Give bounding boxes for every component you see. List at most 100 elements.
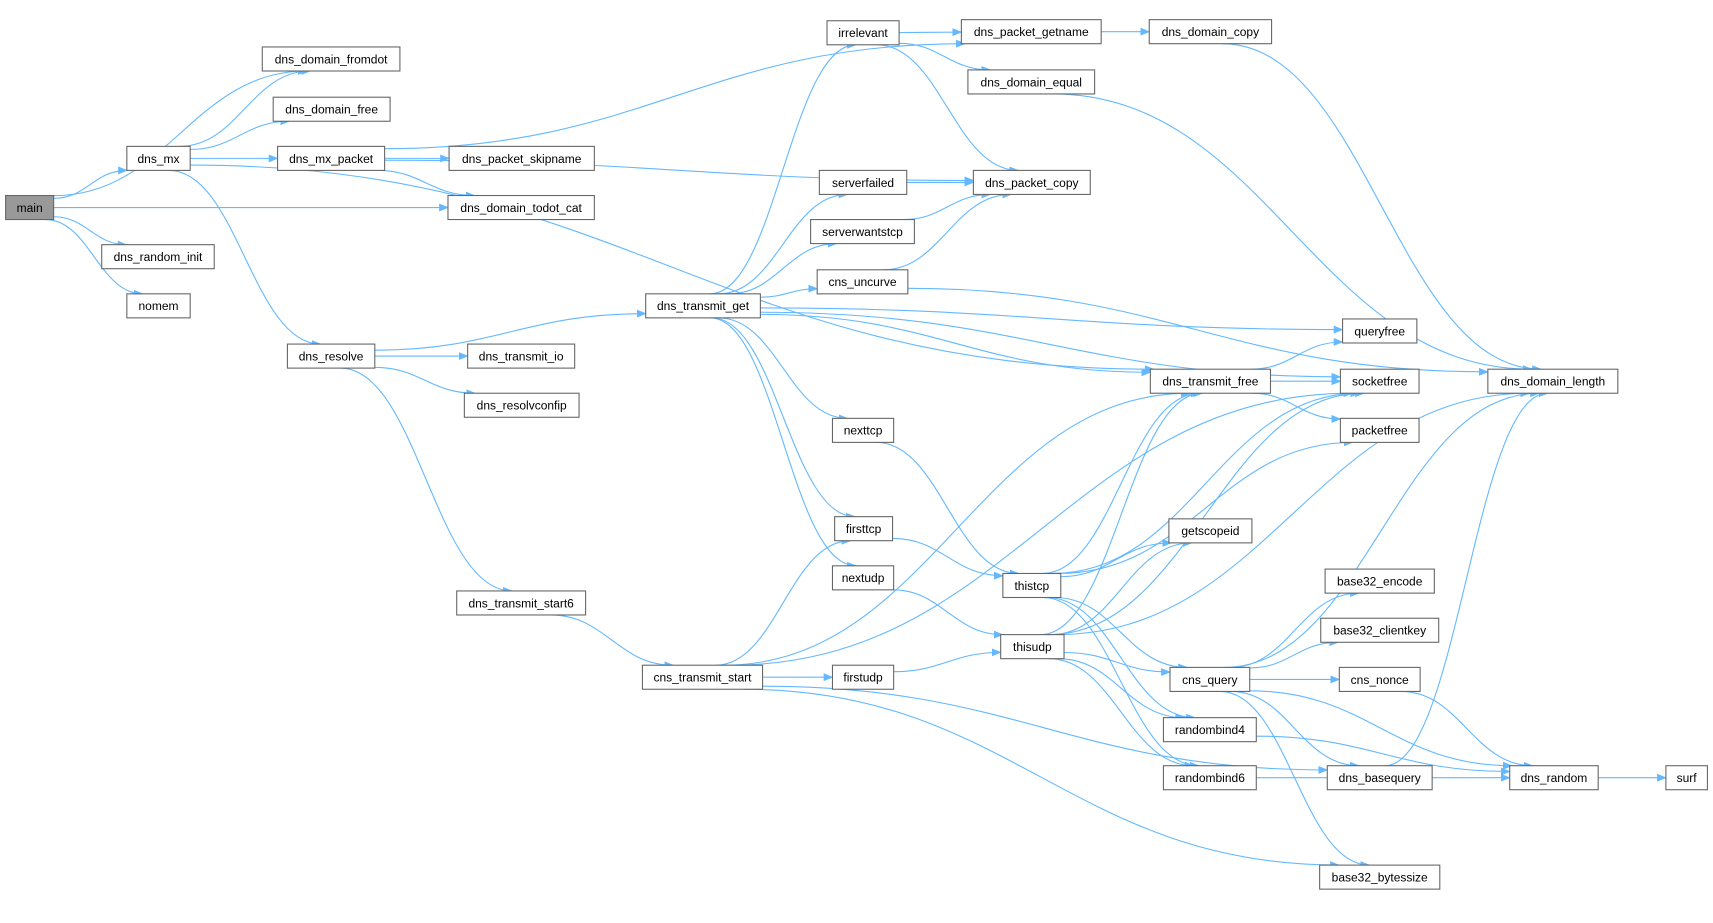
node-box xyxy=(831,417,895,443)
node-base32_clientkey[interactable]: base32_clientkey xyxy=(1320,617,1440,643)
node-packetfree[interactable]: packetfree xyxy=(1339,417,1420,443)
node-label: cns_nonce xyxy=(1351,673,1409,687)
edge-dns_transmit_get-to-nextudp xyxy=(710,317,857,570)
edge-cns_query-to-dns_basequery xyxy=(1230,690,1360,770)
edge-dns_transmit_get-to-serverfailed xyxy=(718,190,849,295)
node-dns_mx_packet[interactable]: dns_mx_packet xyxy=(277,145,386,171)
node-serverfailed[interactable]: serverfailed xyxy=(818,169,908,195)
node-dns_basequery[interactable]: dns_basequery xyxy=(1326,765,1433,791)
node-box xyxy=(1665,765,1708,791)
edge-firsttcp-to-thistcp xyxy=(892,537,1004,580)
edge-thisudp-to-dns_transmit_free xyxy=(1040,389,1204,636)
node-dns_domain_fromdot[interactable]: dns_domain_fromdot xyxy=(261,46,401,72)
node-randombind6[interactable]: randombind6 xyxy=(1162,765,1257,791)
node-box xyxy=(1326,765,1433,791)
node-label: base32_encode xyxy=(1337,574,1423,588)
node-label: dns_random_init xyxy=(114,250,203,264)
node-dns_transmit_io[interactable]: dns_transmit_io xyxy=(467,343,576,369)
node-box xyxy=(1169,666,1251,692)
edge-dns_mx-to-dns_transmit_free xyxy=(190,164,1155,374)
node-label: dns_transmit_start6 xyxy=(468,596,574,610)
node-label: thisudp xyxy=(1013,640,1052,654)
node-box xyxy=(967,69,1096,95)
node-dns_transmit_free[interactable]: dns_transmit_free xyxy=(1149,368,1272,394)
node-dns_packet_copy[interactable]: dns_packet_copy xyxy=(972,169,1091,195)
node-box xyxy=(826,20,900,46)
edge-firstudp-to-thisudp xyxy=(893,648,1002,673)
node-dns_domain_copy[interactable]: dns_domain_copy xyxy=(1148,19,1273,45)
node-dns_transmit_get[interactable]: dns_transmit_get xyxy=(645,293,761,319)
node-box xyxy=(126,145,191,171)
node-label: dns_transmit_free xyxy=(1162,375,1258,389)
node-box xyxy=(1487,368,1619,394)
node-box xyxy=(1168,518,1253,544)
node-label: dns_mx xyxy=(137,152,179,166)
node-cns_nonce[interactable]: cns_nonce xyxy=(1338,666,1421,692)
node-base32_bytessize[interactable]: base32_bytessize xyxy=(1319,864,1441,890)
node-cns_transmit_start[interactable]: cns_transmit_start xyxy=(641,664,764,690)
node-box xyxy=(1148,19,1273,45)
edge-cns_transmit_start-to-base32_bytessize xyxy=(743,688,1340,870)
node-dns_mx[interactable]: dns_mx xyxy=(126,145,191,171)
node-label: dns_domain_free xyxy=(285,103,378,117)
node-label: nexttcp xyxy=(844,424,883,438)
edge-dns_resolve-to-dns_resolvconfip xyxy=(374,366,477,398)
edge-thisudp-to-socketfree xyxy=(1048,389,1365,636)
node-nexttcp[interactable]: nexttcp xyxy=(831,417,895,443)
node-label: cns_uncurve xyxy=(828,275,896,289)
node-box xyxy=(277,145,386,171)
node-queryfree[interactable]: queryfree xyxy=(1342,318,1418,344)
node-firsttcp[interactable]: firsttcp xyxy=(834,516,894,542)
node-label: base32_bytessize xyxy=(1332,870,1428,884)
edge-main-to-nomem xyxy=(45,219,144,298)
node-box xyxy=(1339,368,1420,394)
node-randombind4[interactable]: randombind4 xyxy=(1162,717,1257,743)
node-dns_random_init[interactable]: dns_random_init xyxy=(101,244,215,270)
edge-cns_transmit_start-to-dns_transmit_free xyxy=(723,389,1191,666)
node-box xyxy=(1320,617,1440,643)
node-label: dns_transmit_get xyxy=(657,299,750,313)
node-label: dns_packet_copy xyxy=(985,176,1078,190)
node-dns_random[interactable]: dns_random xyxy=(1509,765,1599,791)
node-thistcp[interactable]: thistcp xyxy=(1002,572,1062,599)
edge-thisudp-to-randombind6 xyxy=(1048,658,1195,770)
node-box xyxy=(447,194,595,221)
node-serverwantstcp[interactable]: serverwantstcp xyxy=(810,219,915,245)
node-nextudp[interactable]: nextudp xyxy=(831,565,895,591)
node-dns_domain_length[interactable]: dns_domain_length xyxy=(1487,368,1619,394)
node-label: dns_domain_todot_cat xyxy=(460,201,582,215)
edge-dns_transmit_free-to-queryfree xyxy=(1250,338,1344,370)
node-dns_domain_todot_cat[interactable]: dns_domain_todot_cat xyxy=(447,194,595,221)
node-label: dns_domain_length xyxy=(1500,375,1605,389)
node-label: dns_random xyxy=(1521,771,1588,785)
edge-dns_transmit_get-to-nexttcp xyxy=(718,317,849,423)
node-dns_packet_getname[interactable]: dns_packet_getname xyxy=(960,19,1102,45)
edge-dns_resolve-to-dns_transmit_start6 xyxy=(340,367,513,595)
node-dns_domain_free[interactable]: dns_domain_free xyxy=(272,96,391,122)
node-base32_encode[interactable]: base32_encode xyxy=(1324,568,1435,594)
node-thisudp[interactable]: thisudp xyxy=(1000,634,1065,660)
edge-cns_query-to-dns_domain_length xyxy=(1223,389,1541,668)
node-label: dns_packet_skipname xyxy=(462,152,582,166)
edge-dns_transmit_free-to-packetfree xyxy=(1251,392,1342,423)
node-surf[interactable]: surf xyxy=(1665,765,1708,791)
node-dns_resolve[interactable]: dns_resolve xyxy=(286,343,376,369)
node-dns_transmit_start6[interactable]: dns_transmit_start6 xyxy=(456,590,587,616)
node-dns_domain_equal[interactable]: dns_domain_equal xyxy=(967,69,1096,95)
node-cns_uncurve[interactable]: cns_uncurve xyxy=(816,269,909,295)
node-label: main xyxy=(17,201,43,215)
node-dns_resolvconfip[interactable]: dns_resolvconfip xyxy=(463,392,580,418)
node-label: dns_mx_packet xyxy=(289,152,374,166)
node-box xyxy=(126,293,191,319)
node-cns_query[interactable]: cns_query xyxy=(1169,666,1251,692)
node-nomem[interactable]: nomem xyxy=(126,293,191,319)
node-label: surf xyxy=(1677,771,1698,785)
node-firstudp[interactable]: firstudp xyxy=(831,664,895,690)
edge-dns_basequery-to-dns_domain_length xyxy=(1384,389,1549,767)
node-socketfree[interactable]: socketfree xyxy=(1339,368,1420,394)
node-irrelevant[interactable]: irrelevant xyxy=(826,20,900,46)
node-getscopeid[interactable]: getscopeid xyxy=(1168,518,1253,544)
node-main[interactable]: main xyxy=(5,194,55,221)
node-box xyxy=(1324,568,1435,594)
node-dns_packet_skipname[interactable]: dns_packet_skipname xyxy=(448,145,595,171)
